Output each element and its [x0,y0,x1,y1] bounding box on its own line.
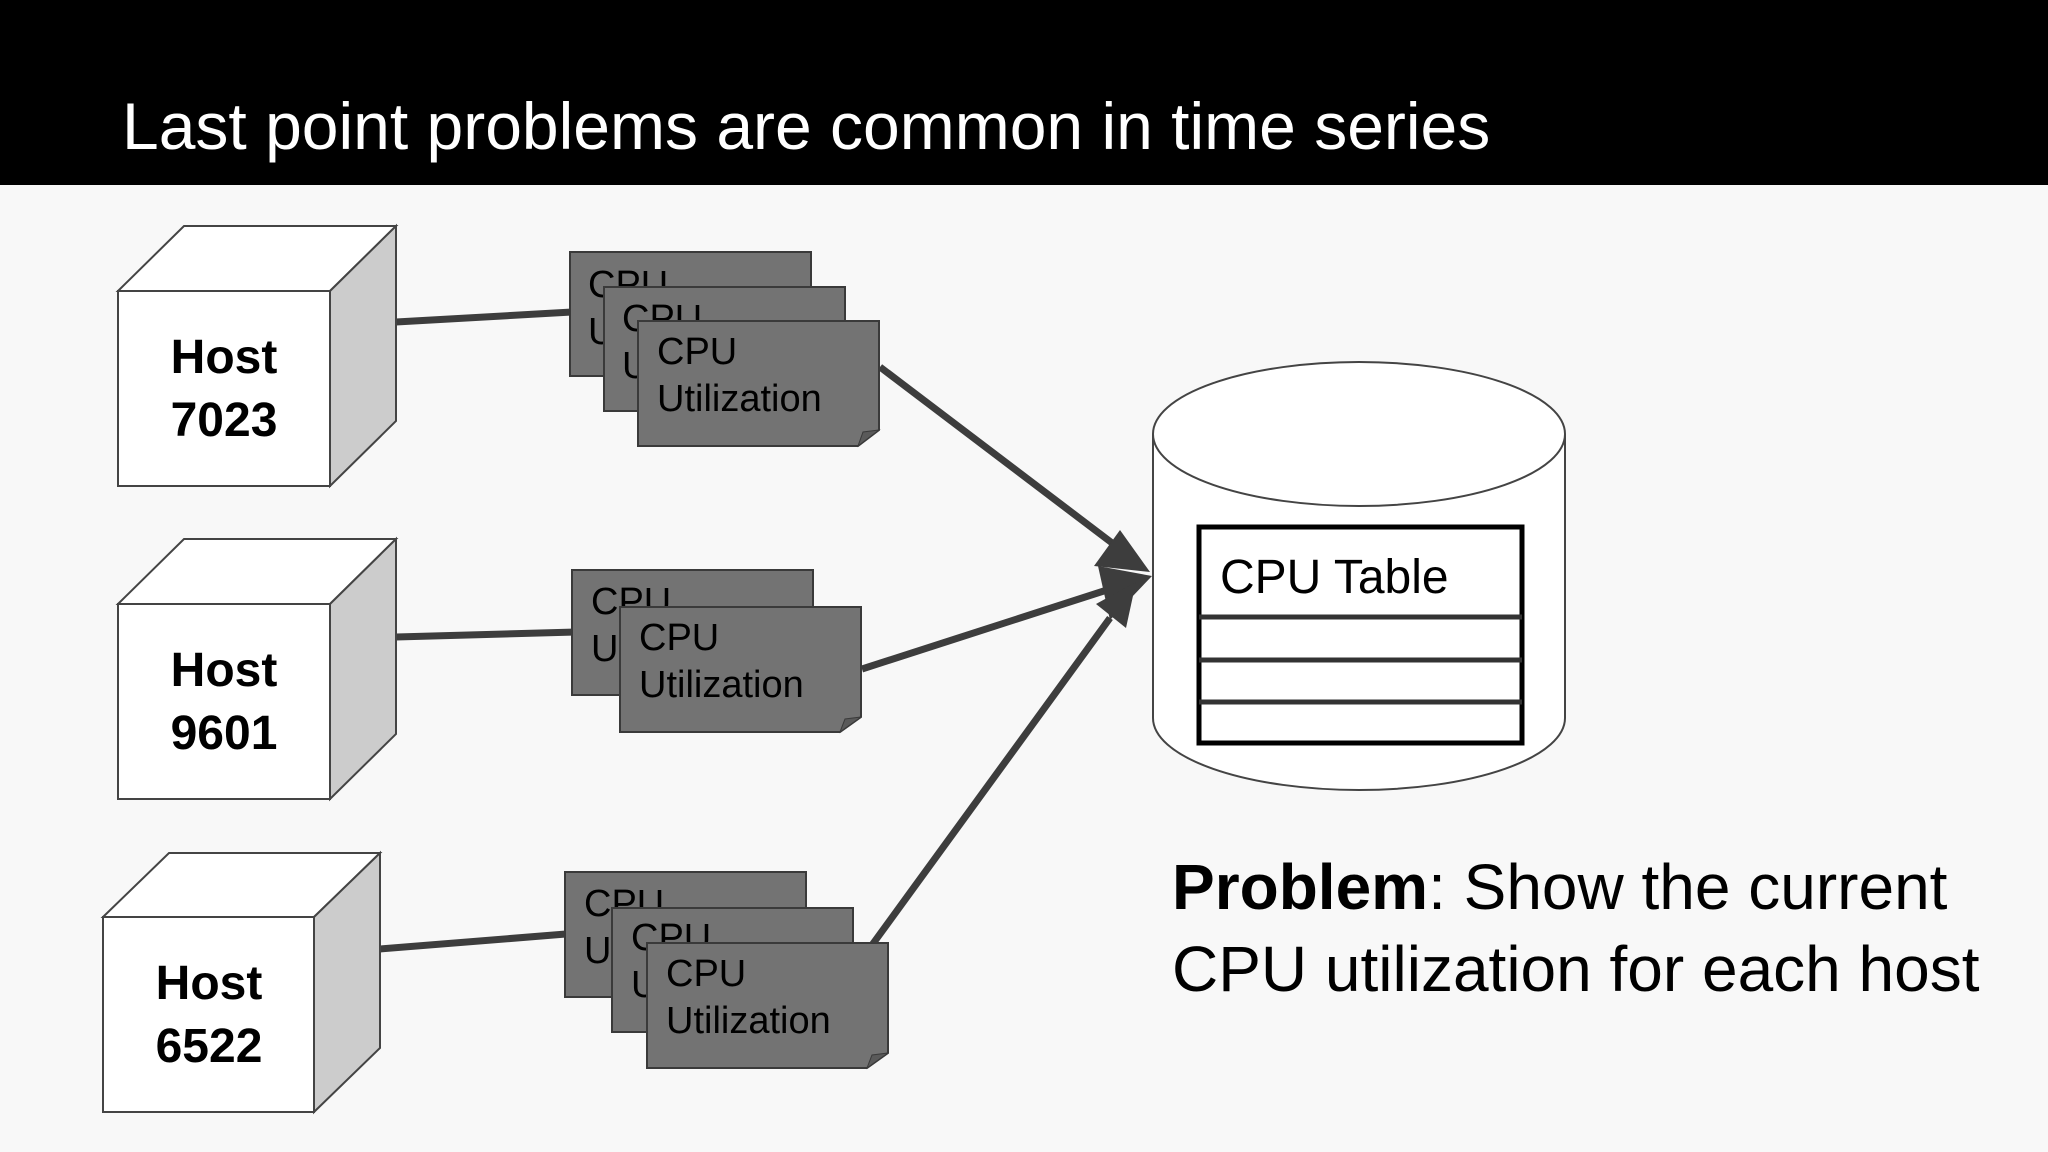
document-stack: CPU Utilization CPU Utilization CPU Util… [564,871,889,1070]
cpu-utilization-doc: CPU Utilization [646,942,889,1070]
doc-label: Utilization [666,1000,831,1042]
problem-text: : Show the current CPU utilization for e… [1172,851,1980,1005]
page-title: Last point problems are common in time s… [122,89,1491,163]
host-id: 6522 [156,1020,263,1073]
connector-line [395,628,577,641]
table-label: CPU Table [1220,551,1449,604]
host-cube: Host 7023 [115,223,399,489]
arrow-to-database [869,582,1136,948]
connector-line [379,930,567,953]
document-stack: CPU Utilization CPU Utilization [571,569,862,734]
host-label: Host [171,644,278,697]
host-label: Host [171,331,278,384]
connector-line [395,308,573,326]
title-bar: Last point problems are common in time s… [0,0,2048,185]
doc-label: CPU [639,617,719,659]
arrow-to-database [877,364,1150,572]
problem-statement: Problem: Show the current CPU utilizatio… [1172,846,1992,1010]
host-cube: Host 6522 [100,850,383,1115]
database-cylinder: CPU Table [1152,361,1566,791]
document-stack: CPU Utilization CPU Utilization CPU Util… [569,251,881,448]
host-label: Host [156,957,263,1010]
doc-label: CPU [666,953,746,995]
problem-label: Problem [1172,851,1429,923]
cpu-utilization-doc: CPU Utilization [637,320,881,448]
cpu-utilization-doc: CPU Utilization [619,606,862,734]
cpu-table: CPU Table [1196,524,1525,746]
doc-label: CPU [657,331,737,373]
host-id: 9601 [171,707,278,760]
host-id: 7023 [171,394,278,447]
doc-label: Utilization [657,378,822,420]
host-cube: Host 9601 [115,536,399,802]
doc-label: Utilization [639,664,804,706]
